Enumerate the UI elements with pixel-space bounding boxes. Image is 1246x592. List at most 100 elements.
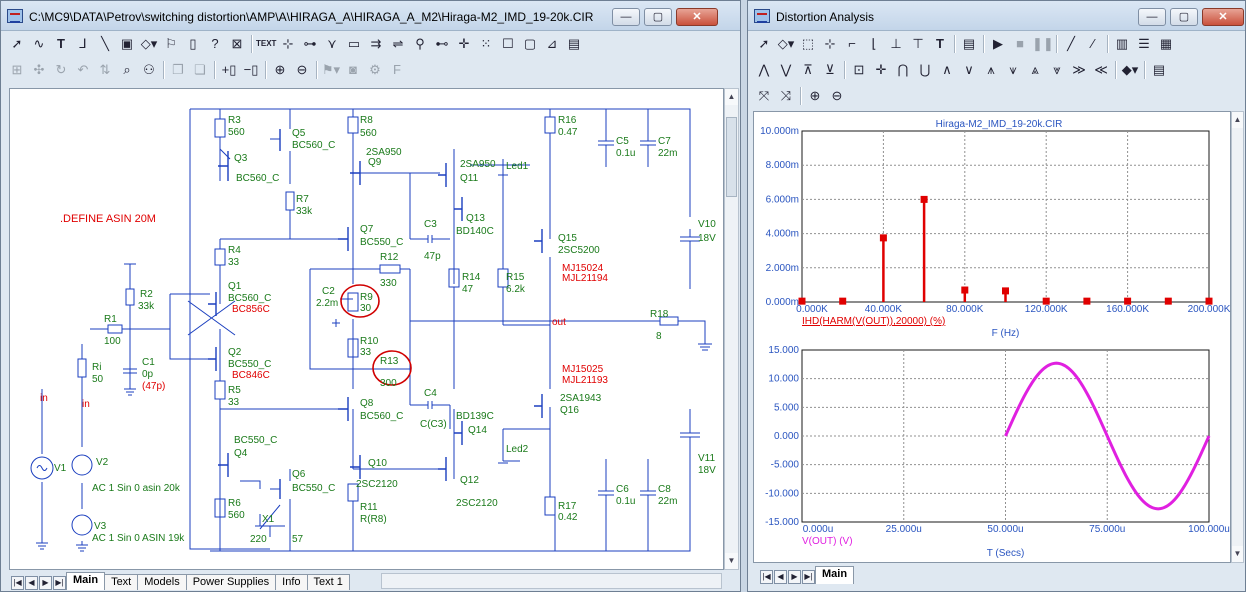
pause-icon[interactable]: ❚❚ — [1032, 36, 1054, 51]
info-mode-icon[interactable]: ▣ — [120, 36, 134, 51]
text-mode-icon[interactable]: T — [57, 36, 65, 51]
scroll-up-icon[interactable]: ▲ — [1232, 112, 1243, 128]
first-page-icon[interactable]: |◀ — [11, 576, 24, 590]
table-icon[interactable]: ▥ — [1115, 36, 1129, 51]
add-page-icon[interactable]: +▯ — [221, 62, 237, 77]
align-icon[interactable]: ⊞ — [11, 62, 23, 77]
slope-icon[interactable]: ∧ — [942, 62, 952, 77]
x-cursor-icon[interactable]: ⤧ — [758, 88, 770, 103]
tag-icon[interactable]: ⌐ — [848, 36, 856, 51]
properties-icon[interactable]: ▤ — [567, 36, 581, 51]
power-icon[interactable]: ⇌ — [392, 36, 404, 51]
tab-power-supplies[interactable]: Power Supplies — [185, 574, 277, 590]
close-button[interactable]: ✕ — [676, 8, 718, 26]
last-page-icon[interactable]: ▶| — [802, 570, 815, 584]
cursor-icon[interactable]: ⊹ — [824, 36, 836, 51]
pin-connection-icon[interactable]: ⊷ — [435, 36, 449, 51]
select-mode-icon[interactable]: ➚ — [758, 36, 770, 51]
cursor-mode-icon[interactable]: ✛ — [875, 62, 887, 77]
inflect-icon[interactable]: ∨ — [964, 62, 974, 77]
vertical-tag-icon[interactable]: ⊤ — [912, 36, 924, 51]
stop-icon[interactable]: ■ — [1016, 36, 1024, 51]
minimize-button[interactable]: — — [612, 8, 640, 26]
scroll-thumb[interactable] — [726, 117, 737, 197]
tab-info[interactable]: Info — [275, 574, 308, 590]
undo-icon[interactable]: ↶ — [77, 62, 89, 77]
next-peak-icon[interactable]: ⋂ — [897, 62, 909, 77]
plot-line-icon[interactable]: ╱ — [1067, 36, 1075, 51]
y-cursor-icon[interactable]: ⤨ — [780, 88, 792, 103]
low-icon[interactable]: ⊻ — [825, 62, 835, 77]
attribute-text-icon[interactable]: ⋎ — [327, 36, 337, 51]
auto-scale-icon[interactable]: ⊡ — [853, 62, 865, 77]
tab-main[interactable]: Main — [815, 566, 855, 584]
grid-text-icon[interactable]: ⊹ — [282, 36, 294, 51]
global-low-icon[interactable]: ⩛ — [1009, 62, 1017, 77]
valley-icon[interactable]: ⋁ — [780, 62, 792, 77]
plot-vertical-scrollbar[interactable]: ▲ ▼ — [1231, 111, 1244, 563]
condition-icon[interactable]: ⚲ — [415, 36, 425, 51]
zoom-in-icon[interactable]: ⊕ — [809, 88, 821, 103]
flag-icon[interactable]: ⚐ — [165, 36, 177, 51]
scroll-up-icon[interactable]: ▲ — [725, 89, 738, 105]
schematic-horizontal-scrollbar[interactable] — [381, 573, 722, 589]
title-block-icon[interactable]: ▢ — [523, 36, 537, 51]
font-icon[interactable]: F — [393, 62, 401, 77]
tab-main[interactable]: Main — [66, 572, 106, 590]
last-page-icon[interactable]: ▶| — [53, 576, 66, 590]
high-icon[interactable]: ⊼ — [803, 62, 813, 77]
grid-view-icon[interactable]: ▦ — [1159, 36, 1173, 51]
numeric-output-icon[interactable]: ▤ — [1152, 62, 1166, 77]
point-to-end-icon[interactable]: ⊠ — [231, 36, 243, 51]
flag-list-icon[interactable]: ⚑▾ — [321, 62, 341, 77]
scale-icon[interactable]: ⬚ — [801, 36, 815, 51]
global-high-icon[interactable]: ⩚ — [987, 62, 995, 77]
go-to-y-icon[interactable]: ≪ — [1094, 62, 1108, 77]
text-toggle-icon[interactable]: TEXT — [256, 39, 277, 48]
close-button[interactable]: ✕ — [1202, 8, 1244, 26]
graphics-shapes-icon[interactable]: ◇▾ — [140, 36, 158, 51]
color-icon[interactable]: ◆▾ — [1121, 62, 1139, 77]
next-page-icon[interactable]: ▶ — [788, 570, 801, 584]
text-icon[interactable]: T — [936, 36, 944, 51]
plot-points-icon[interactable]: ⁄ — [1091, 36, 1095, 51]
zoom-in-icon[interactable]: ⊕ — [274, 62, 286, 77]
grid-icon[interactable]: ⁙ — [480, 36, 492, 51]
help-mode-icon[interactable]: ? — [211, 36, 219, 51]
maximize-button[interactable]: ▢ — [1170, 8, 1198, 26]
node-numbers-icon[interactable]: ▯ — [189, 36, 197, 51]
scroll-down-icon[interactable]: ▼ — [1232, 546, 1243, 562]
prev-page-icon[interactable]: ◀ — [25, 576, 38, 590]
schematic-vertical-scrollbar[interactable]: ▲ ▼ — [724, 88, 739, 570]
run-icon[interactable]: ▶ — [993, 36, 1003, 51]
point-tag-icon[interactable]: ⌊ — [871, 36, 877, 51]
rotate-icon[interactable]: ↻ — [55, 62, 67, 77]
zoom-out-icon[interactable]: ⊖ — [831, 88, 843, 103]
orthogonal-wire-icon[interactable]: ⅃ — [79, 36, 87, 51]
schematic-canvas[interactable]: .DEFINE ASIN 20M R3 560 Q5 BC560_C Q3 BC… — [9, 88, 724, 570]
schematic-titlebar[interactable]: C:\MC9\DATA\Petrov\switching distortion\… — [1, 1, 740, 31]
zoom-out-icon[interactable]: ⊖ — [296, 62, 308, 77]
list-icon[interactable]: ☰ — [1138, 36, 1150, 51]
go-to-x-icon[interactable]: ≫ — [1072, 62, 1086, 77]
top-icon[interactable]: ⩓ — [1031, 62, 1039, 77]
binoculars-icon[interactable]: ⚇ — [143, 62, 155, 77]
camera-icon[interactable]: ◙ — [349, 62, 357, 77]
peak-icon[interactable]: ⋀ — [758, 62, 770, 77]
settings-icon[interactable]: ⚙ — [369, 62, 381, 77]
select-mode-icon[interactable]: ➚ — [11, 36, 23, 51]
node-voltage-icon[interactable]: ▭ — [347, 36, 361, 51]
minimize-button[interactable]: — — [1138, 8, 1166, 26]
tab-text[interactable]: Text — [104, 574, 139, 590]
border-icon[interactable]: ☐ — [502, 36, 514, 51]
tab-models[interactable]: Models — [137, 574, 187, 590]
tab-text-1[interactable]: Text 1 — [306, 574, 350, 590]
next-page-icon[interactable]: ▶ — [39, 576, 52, 590]
wire-mode-icon[interactable]: ∿ — [33, 36, 45, 51]
bottom-icon[interactable]: ⩔ — [1053, 62, 1061, 77]
maximize-button[interactable]: ▢ — [644, 8, 672, 26]
remove-page-icon[interactable]: −▯ — [243, 62, 259, 77]
distortion-titlebar[interactable]: Distortion Analysis — ▢ ✕ — [748, 1, 1245, 31]
pin-names-icon[interactable]: ⊶ — [303, 36, 317, 51]
find-icon[interactable]: ⌕ — [123, 62, 131, 77]
